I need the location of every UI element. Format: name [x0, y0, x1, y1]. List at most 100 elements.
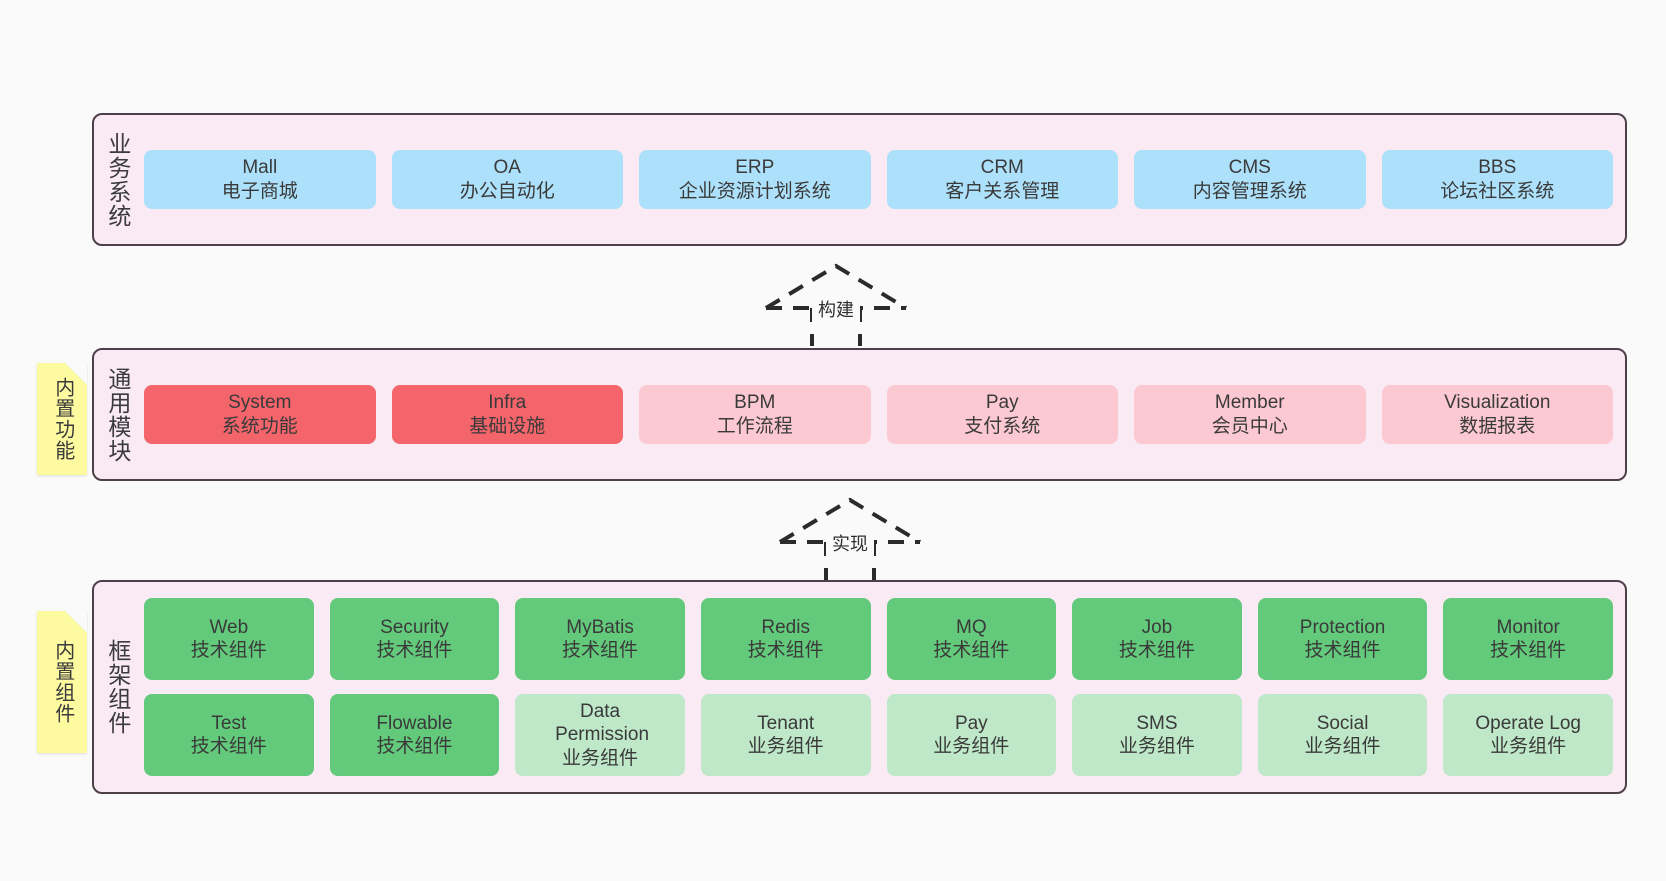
- node-label-cn: 业务组件: [1118, 736, 1195, 757]
- node-label-cn: 技术组件: [376, 640, 453, 661]
- node-web[interactable]: Web 技术组件: [144, 598, 314, 680]
- node-cms[interactable]: CMS 内容管理系统: [1134, 150, 1366, 209]
- node-label-cn: 基础设施: [469, 415, 546, 437]
- node-data-permission[interactable]: Data Permission 业务组件: [515, 694, 685, 776]
- node-pay-component[interactable]: Pay 业务组件: [886, 694, 1057, 776]
- node-label-en: ERP: [735, 157, 775, 179]
- node-infra[interactable]: Infra 基础设施: [391, 385, 623, 444]
- node-label-en: Redis: [761, 616, 810, 638]
- node-label-en: Test: [211, 712, 247, 734]
- node-label-cn: 技术组件: [562, 640, 639, 661]
- node-label-cn: 办公自动化: [459, 180, 555, 202]
- node-label-cn: 业务组件: [562, 747, 639, 769]
- box-row: System 系统功能 Infra 基础设施 BPM 工作流程 Pay 支付系统…: [144, 385, 1613, 444]
- node-test[interactable]: Test 技术组件: [144, 694, 314, 776]
- node-label-cn: 技术组件: [376, 736, 453, 757]
- node-tenant[interactable]: Tenant 业务组件: [700, 694, 871, 776]
- node-security[interactable]: Security 技术组件: [329, 598, 500, 680]
- node-redis[interactable]: Redis 技术组件: [700, 598, 871, 680]
- node-system[interactable]: System 系统功能: [144, 385, 376, 444]
- box-row: Test 技术组件 Flowable 技术组件 Data Permission …: [144, 694, 1613, 776]
- node-label-cn: 技术组件: [1304, 640, 1381, 661]
- node-label-en: OA: [493, 157, 521, 179]
- node-label-en: Social: [1316, 712, 1369, 734]
- sticky-note-builtin-components: 内置组件: [37, 611, 87, 753]
- node-label-en: MyBatis: [566, 616, 634, 638]
- node-protection[interactable]: Protection 技术组件: [1257, 598, 1428, 680]
- node-label-cn: 论坛社区系统: [1440, 180, 1555, 202]
- node-pay-module[interactable]: Pay 支付系统: [886, 385, 1118, 444]
- layer-boxes-framework: Web 技术组件 Security 技术组件 MyBatis 技术组件 Redi…: [140, 598, 1625, 776]
- node-label-en: System: [228, 392, 292, 414]
- node-label-cn: 支付系统: [964, 415, 1041, 437]
- node-label-en: Protection: [1299, 616, 1386, 638]
- node-label-en: CMS: [1228, 157, 1271, 179]
- layer-title-framework: 框架组件: [104, 639, 131, 735]
- node-label-en: Pay: [985, 392, 1019, 414]
- node-label-cn: 业务组件: [1304, 736, 1381, 757]
- node-label-cn: 技术组件: [190, 736, 267, 757]
- layer-title-business: 业务系统: [104, 131, 131, 228]
- node-label-cn: 客户关系管理: [945, 180, 1060, 202]
- node-monitor[interactable]: Monitor 技术组件: [1443, 598, 1613, 680]
- node-label-en: SMS: [1136, 712, 1178, 734]
- node-label-en: Web: [209, 616, 249, 638]
- node-label-en: MQ: [956, 616, 987, 638]
- node-label-en: Mall: [242, 157, 278, 179]
- layer-title-common: 通用模块: [104, 366, 131, 463]
- node-erp[interactable]: ERP 企业资源计划系统: [639, 150, 871, 209]
- connector-implement: 实现: [770, 492, 930, 582]
- sticky-note-label: 内置功能: [51, 377, 74, 461]
- sticky-note-label: 内置组件: [51, 640, 74, 724]
- node-label-cn: 系统功能: [221, 415, 298, 437]
- node-label-en: Member: [1214, 392, 1285, 414]
- node-label-en: Operate Log: [1475, 712, 1581, 734]
- node-label-en: Visualization: [1444, 392, 1551, 414]
- node-label-en: BPM: [734, 392, 776, 414]
- layer-boxes-common: System 系统功能 Infra 基础设施 BPM 工作流程 Pay 支付系统…: [140, 385, 1625, 444]
- node-label-cn: 工作流程: [716, 415, 793, 437]
- node-mybatis[interactable]: MyBatis 技术组件: [515, 598, 685, 680]
- node-member[interactable]: Member 会员中心: [1134, 385, 1366, 444]
- node-label-en: Tenant: [757, 712, 815, 734]
- node-label-en: Infra: [488, 392, 527, 414]
- node-label-cn: 业务组件: [933, 736, 1010, 757]
- sticky-note-builtin-features: 内置功能: [37, 363, 87, 475]
- node-label-cn: 技术组件: [933, 640, 1010, 661]
- node-label-cn: 内容管理系统: [1192, 180, 1307, 202]
- node-label-cn: 业务组件: [747, 736, 824, 757]
- node-label-cn: 企业资源计划系统: [678, 180, 831, 202]
- node-label-en: BBS: [1478, 157, 1517, 179]
- node-flowable[interactable]: Flowable 技术组件: [329, 694, 500, 776]
- node-label-cn: 技术组件: [1490, 640, 1567, 661]
- node-job[interactable]: Job 技术组件: [1072, 598, 1242, 680]
- node-mq[interactable]: MQ 技术组件: [886, 598, 1057, 680]
- connector-build-label: 构建: [812, 296, 860, 322]
- node-sms[interactable]: SMS 业务组件: [1072, 694, 1242, 776]
- node-label-cn: 电子商城: [221, 180, 298, 202]
- node-label-cn: 会员中心: [1211, 415, 1288, 437]
- node-label-en: Flowable: [376, 712, 453, 734]
- node-label-cn: 数据报表: [1459, 415, 1536, 437]
- node-label-cn: 技术组件: [747, 640, 824, 661]
- node-label-en: CRM: [980, 157, 1024, 179]
- node-label-en: Monitor: [1496, 616, 1560, 638]
- connector-implement-label: 实现: [826, 530, 874, 556]
- node-label-en: Security: [380, 616, 449, 638]
- node-social[interactable]: Social 业务组件: [1257, 694, 1428, 776]
- node-operate-log[interactable]: Operate Log 业务组件: [1443, 694, 1613, 776]
- node-label-cn: 技术组件: [190, 640, 267, 661]
- node-mall[interactable]: Mall 电子商城: [144, 150, 376, 209]
- node-label-en: Job: [1141, 616, 1173, 638]
- node-visualization[interactable]: Visualization 数据报表: [1381, 385, 1613, 444]
- node-oa[interactable]: OA 办公自动化: [391, 150, 623, 209]
- box-row: Mall 电子商城 OA 办公自动化 ERP 企业资源计划系统 CRM 客户关系…: [144, 150, 1613, 209]
- layer-business-system: 业务系统 Mall 电子商城 OA 办公自动化 ERP 企业资源计划系统 CRM…: [92, 113, 1627, 246]
- box-row: Web 技术组件 Security 技术组件 MyBatis 技术组件 Redi…: [144, 598, 1613, 680]
- connector-build: 构建: [756, 258, 916, 348]
- node-label-en: Data Permission: [555, 701, 650, 746]
- node-crm[interactable]: CRM 客户关系管理: [886, 150, 1118, 209]
- node-bpm[interactable]: BPM 工作流程: [639, 385, 871, 444]
- node-bbs[interactable]: BBS 论坛社区系统: [1381, 150, 1613, 209]
